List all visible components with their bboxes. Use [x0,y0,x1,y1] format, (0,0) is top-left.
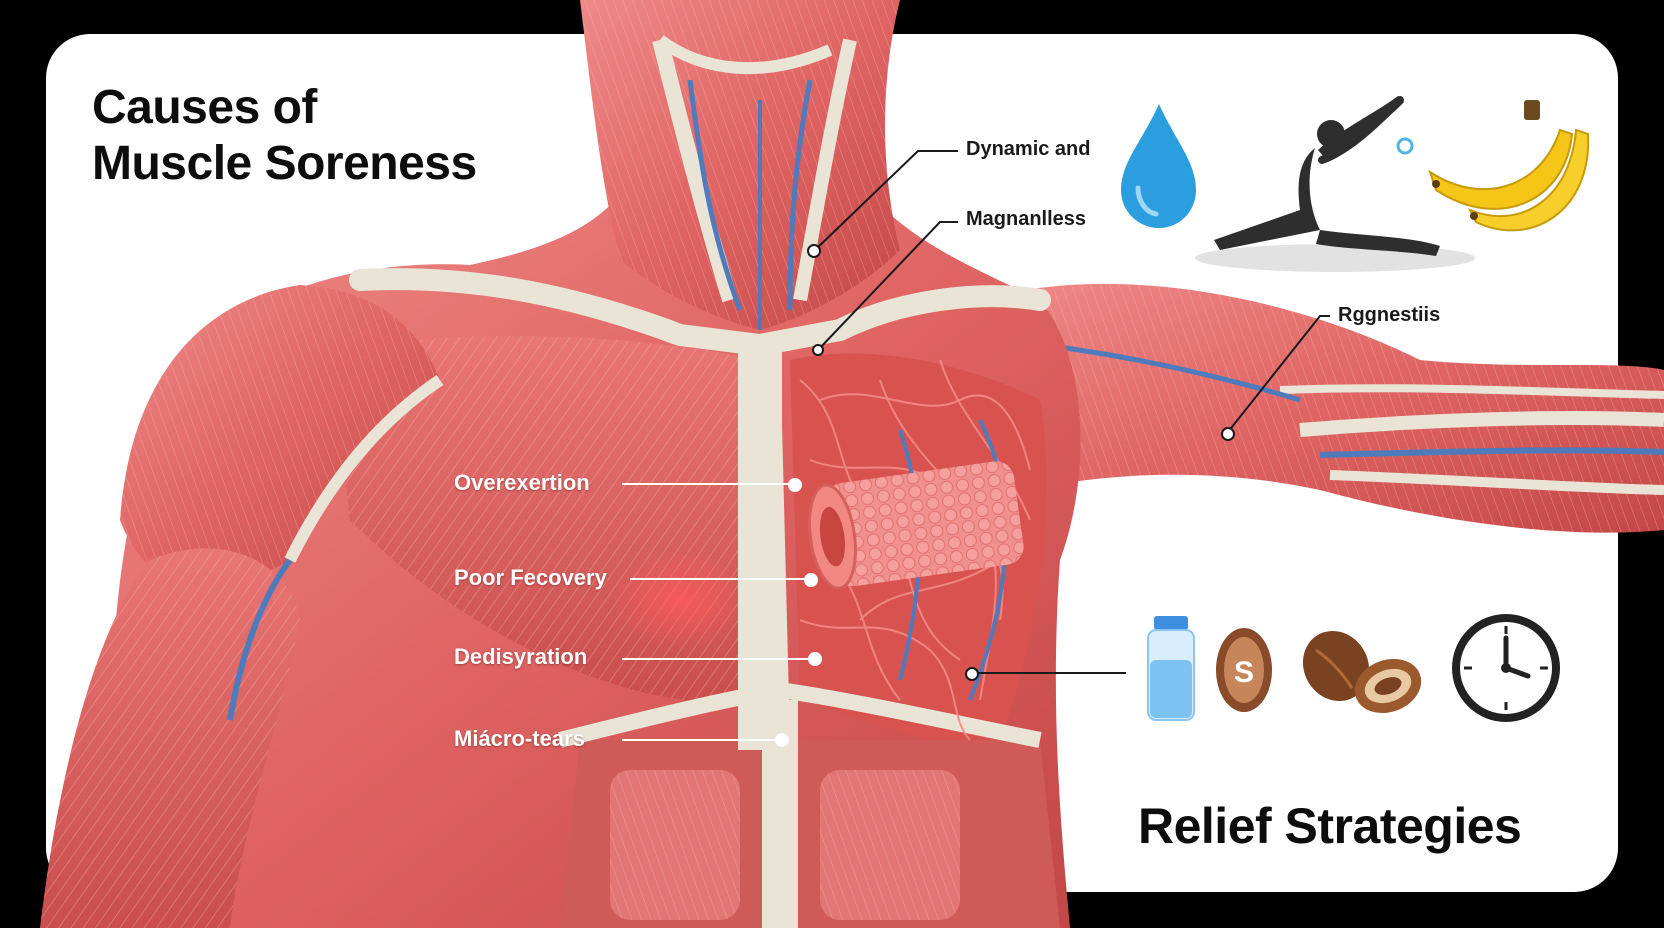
right-arm [980,283,1664,533]
clock-icon [1452,614,1560,722]
stretching-figure-icon [1195,96,1475,272]
bones-tendons [284,268,1051,750]
nuts-icon [1302,630,1422,714]
water-bottle-icon [1147,616,1195,721]
cause-leaders [622,478,822,747]
label-rest: Rggnestiis [1338,304,1441,326]
label-poor-recovery: Poor Fecovery [454,565,607,590]
label-dynamic: Dynamic and [966,138,1091,160]
label-overexertion: Overexertion [454,470,590,495]
label-dehydration: Dedisyration [454,644,588,669]
svg-text:S: S [1234,656,1254,689]
supplement-icon: S [1216,628,1272,712]
water-drop-icon [1121,104,1196,228]
causes-heading-line-1: Causes of [92,81,317,134]
torso [40,180,1081,928]
causes-heading: Causes of Muscle Soreness [92,80,477,192]
label-magnesium: Magnanlless [966,208,1087,230]
label-micro-tears: Miácro-tears [454,726,585,751]
relief-heading: Relief Strategies [1138,798,1522,854]
causes-heading-line-2: Muscle Soreness [92,137,477,190]
foam-roller [808,461,1024,590]
relief-leaders [813,150,1330,674]
banana-icon [1428,100,1590,232]
